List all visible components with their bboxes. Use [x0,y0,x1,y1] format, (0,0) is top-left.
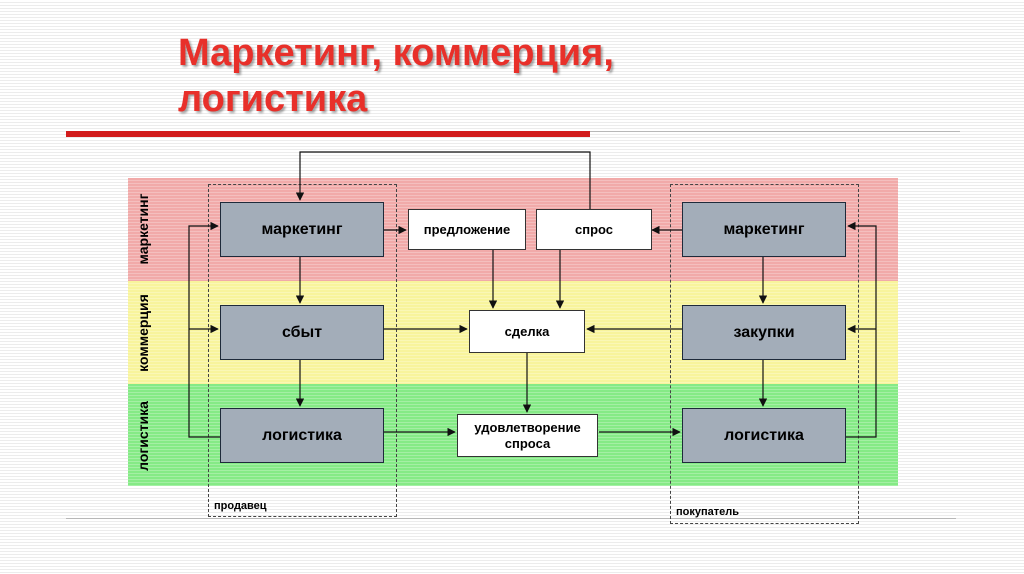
buyer-marketing-box: маркетинг [682,202,846,257]
arrow-seller-feedback-loop [188,221,220,438]
arrow-buyer-feedback-loop [846,221,877,438]
seller-frame [208,184,397,517]
offer-box: предложение [408,209,526,250]
buyer-frame [670,184,859,524]
slide-title-line-2: логистика [178,78,368,120]
buyer-label: покупатель [676,506,740,518]
buyer-purchases-box: закупки [682,305,846,360]
title-underline-bar [66,131,590,137]
bottom-divider [66,518,956,519]
deal-box: сделка [469,310,585,353]
title-underline-thin [590,131,960,132]
seller-logistics-box: логистика [220,408,384,463]
arrow-demand-to-seller-marketing [295,151,591,209]
seller-sales-box: сбыт [220,305,384,360]
buyer-logistics-box: логистика [682,408,846,463]
slide-title: Маркетинг, коммерция, логистика [178,30,878,122]
seller-label: продавец [214,500,267,512]
satisfaction-line-1: удовлетворение [474,419,581,435]
slide-title-line-1: Маркетинг, коммерция, [178,32,614,74]
demand-box: спрос [536,209,652,250]
seller-marketing-box: маркетинг [220,202,384,257]
satisfaction-box: удовлетворение спроса [457,414,598,457]
satisfaction-line-2: спроса [504,435,551,451]
